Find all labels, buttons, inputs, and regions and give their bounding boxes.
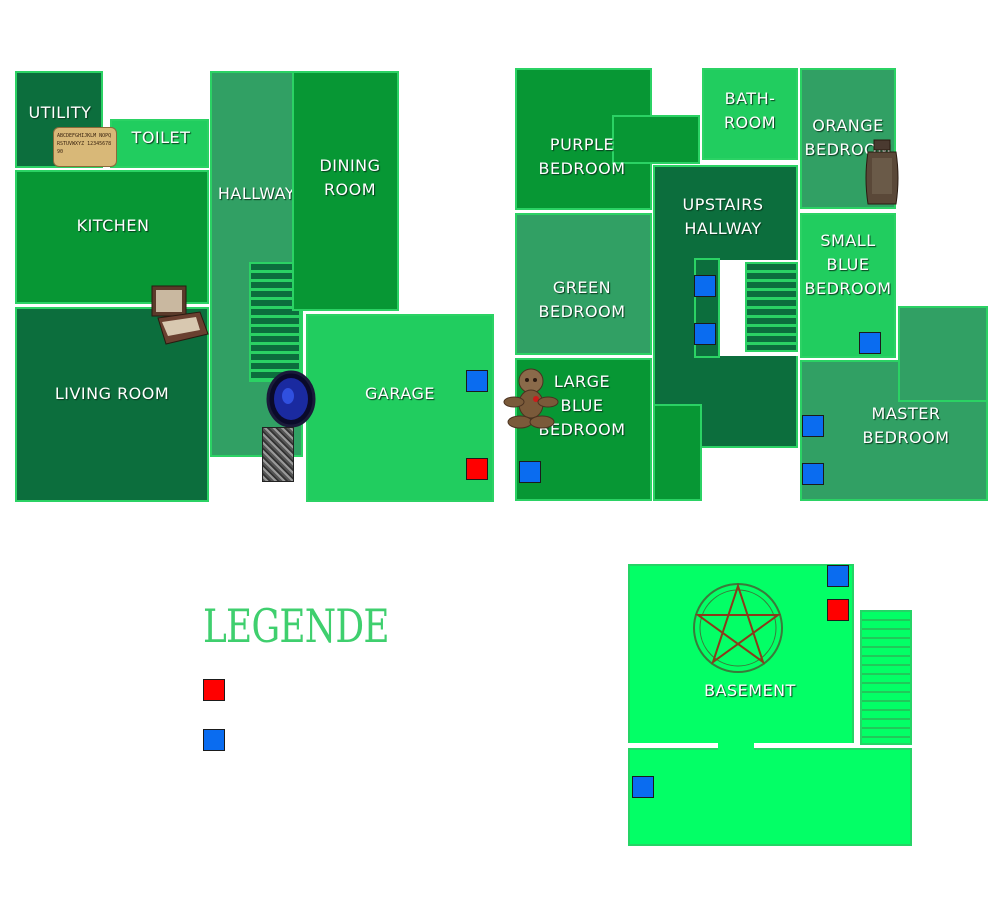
room-label-green-bedroom: GREEN BEDROOM: [538, 278, 626, 321]
blue-marker[interactable]: [802, 415, 824, 437]
room-label-purple-bedroom: PURPLE BEDROOM: [538, 135, 626, 178]
room-label-small-blue-bedroom: SMALL BLUE BEDROOM: [804, 231, 892, 298]
ouija-board-letters: ABCDEFGHIJKLM NOPQRSTUVWXYZ 1234567890: [57, 133, 112, 155]
blue-marker[interactable]: [632, 776, 654, 798]
blue-marker[interactable]: [694, 323, 716, 345]
blue-marker[interactable]: [827, 565, 849, 587]
basement-doorway: [718, 740, 754, 750]
legend-blue-swatch: [203, 729, 225, 751]
room-label-garage: GARAGE: [365, 384, 435, 403]
urn-icon[interactable]: [862, 138, 902, 208]
voodoo-doll-icon[interactable]: [500, 366, 562, 432]
blue-marker[interactable]: [519, 461, 541, 483]
stairs-basement[interactable]: [860, 610, 912, 745]
room-green-bedroom[interactable]: [515, 213, 652, 355]
blue-marker[interactable]: [466, 370, 488, 392]
room-label-basement: BASEMENT: [704, 681, 796, 700]
room-label-utility: UTILITY: [28, 103, 92, 122]
room-label-large-blue-bedroom: LARGE BLUE BEDROOM: [538, 372, 626, 439]
mirror-icon[interactable]: [266, 370, 316, 428]
room-label-master-bedroom: MASTER BEDROOM: [862, 404, 950, 447]
room-label-kitchen: KITCHEN: [76, 216, 150, 235]
tarot-card-icon[interactable]: [262, 427, 294, 482]
room-label-dining-room: DINING ROOM: [319, 156, 381, 199]
basement-divider: [628, 743, 912, 748]
room-dining-room[interactable]: [292, 71, 399, 311]
room-purple-bedroom-annex: [612, 115, 700, 164]
stairs-upper[interactable]: [745, 262, 798, 352]
music-box-icon[interactable]: [150, 284, 210, 352]
room-label-living-room: LIVING ROOM: [54, 384, 170, 403]
legend-red-swatch: [203, 679, 225, 701]
room-label-upstairs-hallway: UPSTAIRS HALLWAY: [682, 195, 764, 238]
room-basement-lower: [628, 748, 912, 846]
room-large-blue-bedroom-closet: [653, 404, 702, 501]
blue-marker[interactable]: [859, 332, 881, 354]
ouija-board-icon[interactable]: ABCDEFGHIJKLM NOPQRSTUVWXYZ 1234567890: [53, 127, 117, 167]
blue-marker[interactable]: [802, 463, 824, 485]
red-marker[interactable]: [466, 458, 488, 480]
room-label-toilet: TOILET: [131, 128, 191, 147]
summoning-circle-icon: [693, 582, 783, 673]
blue-marker[interactable]: [694, 275, 716, 297]
room-label-bathroom: BATH- ROOM: [723, 89, 777, 132]
red-marker[interactable]: [827, 599, 849, 621]
room-bathroom[interactable]: [702, 68, 798, 160]
room-garage[interactable]: [306, 314, 494, 502]
room-kitchen[interactable]: [15, 170, 209, 304]
legend-title: LEGENDE: [203, 599, 390, 653]
room-label-hallway: HALLWAY: [217, 184, 296, 203]
room-master-bedroom-annex: [898, 306, 988, 402]
